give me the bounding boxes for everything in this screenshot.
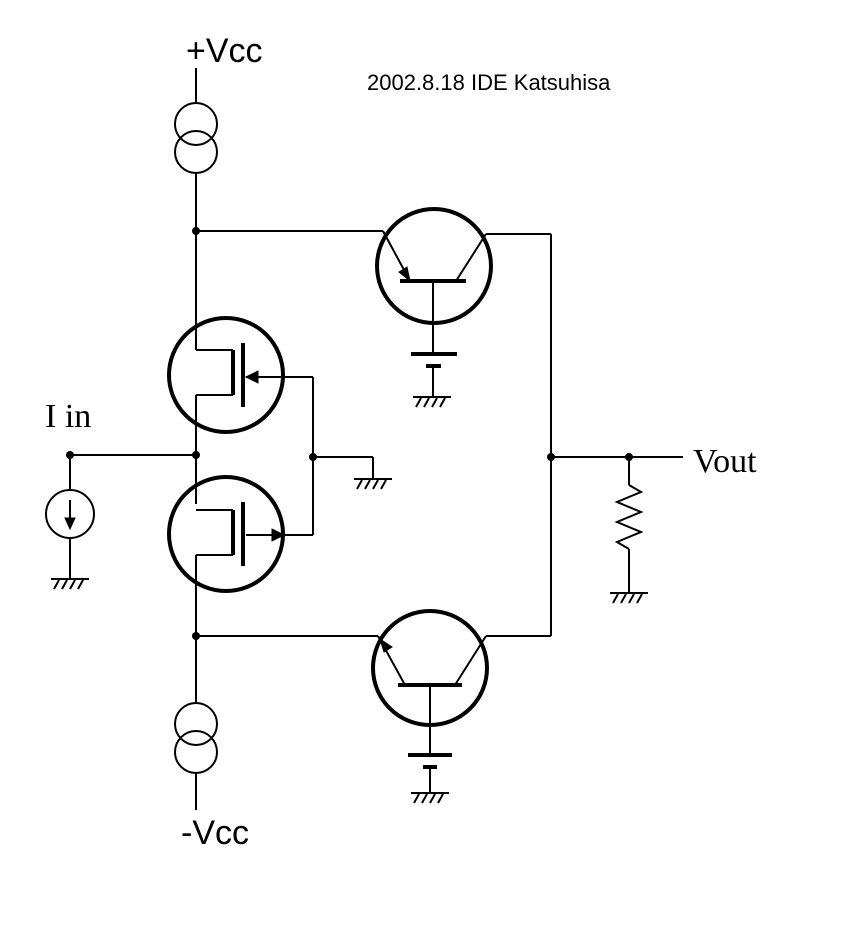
ground-icon: [610, 592, 648, 604]
label-vcc-positive: +Vcc: [186, 32, 263, 70]
junction-dots: [66, 227, 633, 640]
current-source-top: [174, 68, 218, 231]
transistor-lower: [371, 609, 489, 792]
label-vout: Vout: [693, 443, 757, 480]
transistor-upper: [375, 207, 493, 396]
label-input-current: I in: [45, 398, 91, 435]
wiring: [70, 230, 683, 637]
ground-icon: [411, 792, 449, 804]
load-resistor: [614, 457, 644, 592]
input-current-source: [45, 455, 95, 578]
ground-icon: [413, 396, 451, 408]
ground-icon: [51, 578, 89, 590]
mosfet-upper: [167, 316, 313, 434]
mosfet-lower: [167, 475, 313, 593]
ground-icon: [354, 478, 392, 490]
label-credit: 2002.8.18 IDE Katsuhisa: [367, 70, 611, 95]
current-source-bottom: [174, 636, 218, 810]
label-vcc-negative: -Vcc: [181, 814, 249, 852]
